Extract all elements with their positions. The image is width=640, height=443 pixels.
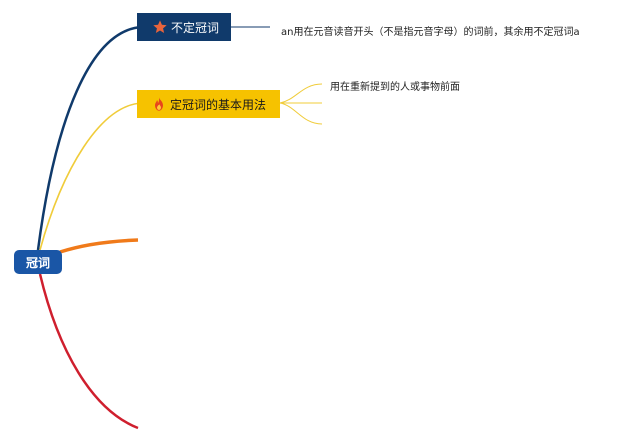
branch-node-indefinite-article[interactable]: 不定冠词 bbox=[137, 13, 231, 41]
connector-definite-to-leaf-3 bbox=[279, 102, 323, 125]
connector-root-to-indefinite bbox=[36, 25, 143, 251]
fire-icon bbox=[150, 95, 168, 113]
connector-root-to-red-branch bbox=[38, 273, 139, 430]
star-icon bbox=[151, 18, 169, 36]
connector-root-to-orange-branch bbox=[59, 238, 139, 254]
root-node-label: 冠词 bbox=[25, 255, 50, 270]
connector-definite-to-leaf-1 bbox=[279, 83, 323, 104]
connector-root-to-definite bbox=[39, 102, 143, 251]
branch-label-definite: 定冠词的基本用法 bbox=[170, 97, 267, 112]
branch-label-indefinite: 不定冠词 bbox=[171, 20, 220, 35]
leaf-node-definite-usage[interactable]: 用在重新提到的人或事物前面 bbox=[330, 82, 460, 93]
root-node-articles[interactable]: 冠词 bbox=[14, 250, 62, 274]
branch-node-definite-article[interactable]: 定冠词的基本用法 bbox=[137, 90, 280, 118]
leaf-node-an-rule[interactable]: an用在元音读音开头（不是指元音字母）的词前，其余用不定冠词a bbox=[281, 27, 580, 38]
